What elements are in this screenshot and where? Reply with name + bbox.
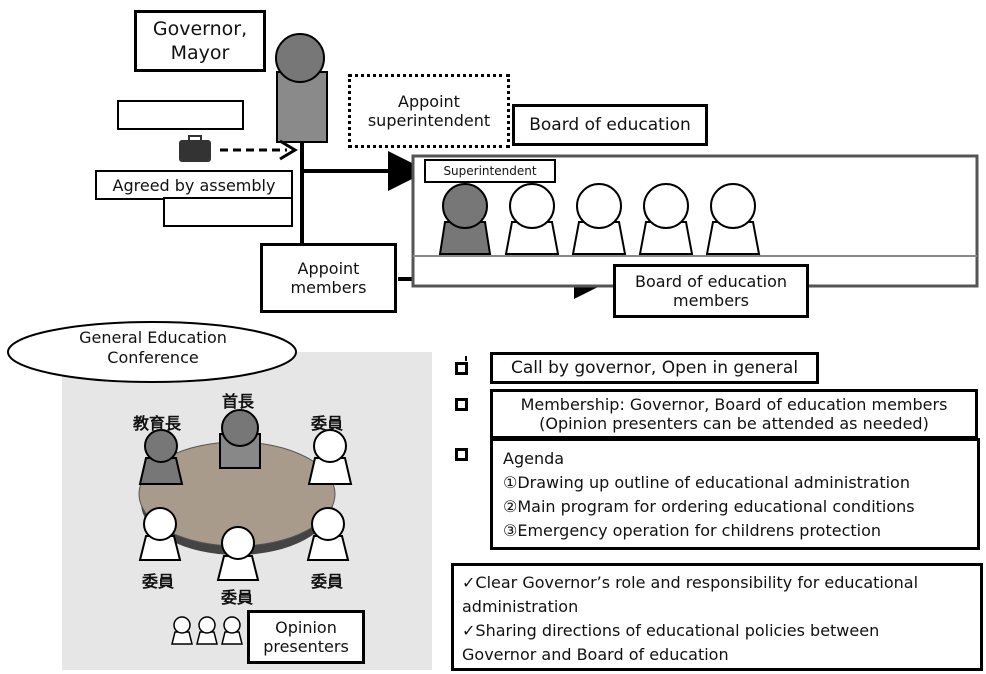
- label-member-left: 委員: [142, 572, 175, 591]
- label-superintendent: 教育長: [133, 414, 182, 433]
- opinion-presenters-box: Opinion presenters: [247, 610, 365, 664]
- label-member-bottom: 委員: [221, 588, 254, 607]
- conference-oval: [7, 321, 297, 383]
- agenda-box: Agenda ①Drawing up outline of educationa…: [490, 438, 980, 550]
- board-persons: [438, 183, 761, 255]
- membership-box: Membership: Governor, Board of education…: [490, 389, 978, 439]
- governor-figure: [275, 33, 328, 143]
- board-of-education-box: Board of education: [512, 104, 708, 146]
- appoint-members-box: Appoint members: [260, 243, 397, 313]
- superintendent-label: Superintendent: [424, 159, 556, 183]
- bullet-square-3: [455, 448, 468, 461]
- bullet-square-2: [455, 398, 468, 411]
- bullet-square-1: [455, 362, 468, 375]
- call-box: Call by governor, Open in general: [490, 352, 819, 384]
- governor-mayor-box: Governor, Mayor: [134, 10, 266, 72]
- agreed-by-assembly-box: Agreed by assembly: [95, 170, 293, 200]
- notes-box: ✓Clear Governor’s role and responsibilit…: [451, 563, 983, 671]
- dashed-arrowhead: [279, 139, 298, 161]
- conference-persons: [138, 409, 353, 581]
- board-members-box: Board of education members: [613, 264, 809, 318]
- label-member-top-right: 委員: [311, 414, 344, 433]
- appoint-superintendent-box: Appoint superintendent: [348, 74, 510, 148]
- label-head-of-government: 首長: [222, 392, 255, 411]
- opinion-presenter-figures: [171, 616, 243, 645]
- label-member-right: 委員: [311, 572, 344, 591]
- conference-title: General Education Conference: [79, 328, 227, 367]
- empty-box-2: [163, 197, 293, 227]
- briefcase-icon: [179, 135, 211, 162]
- empty-box-1: [117, 100, 244, 130]
